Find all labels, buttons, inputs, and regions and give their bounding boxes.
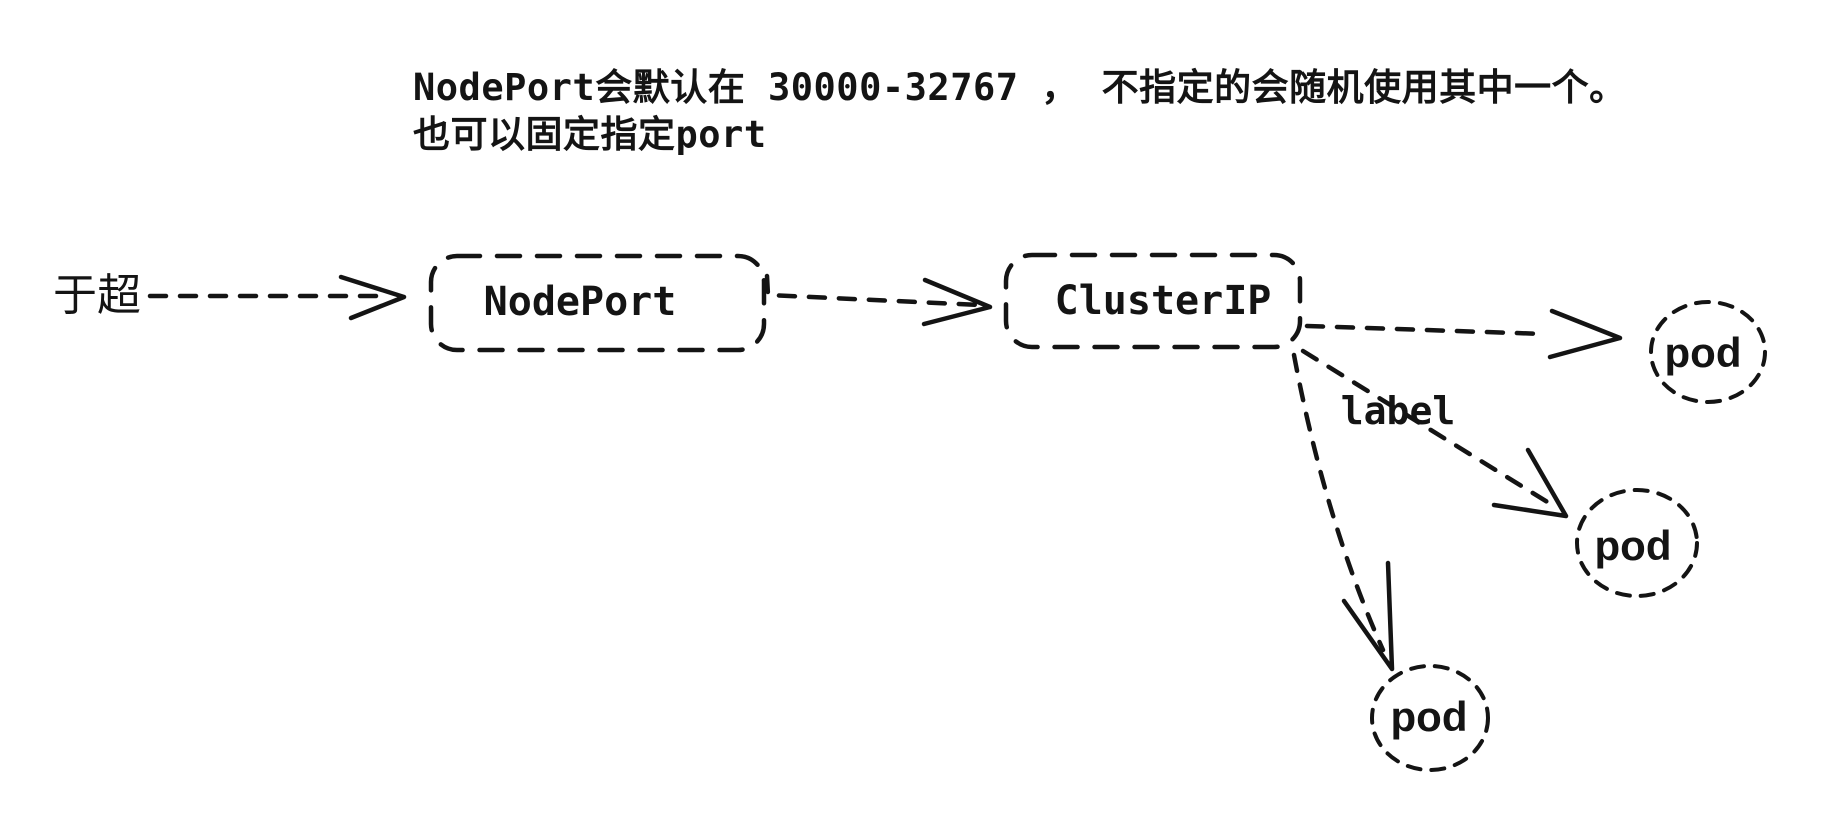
edge-clusterip-pod2-label: label — [1340, 389, 1456, 433]
actor-label: 于超 — [53, 270, 141, 321]
pod2-circle — [1575, 488, 1699, 598]
edge-nodeport-clusterip-line — [764, 273, 983, 308]
clusterip-label: ClusterIP — [1054, 278, 1272, 324]
edge-clusterip-pod2-line — [1300, 348, 1552, 506]
edge-clusterip-pod1-line — [1304, 323, 1548, 337]
clusterip-box — [1003, 252, 1303, 350]
edge-clusterip-pod1-arrowhead-icon — [1547, 308, 1623, 360]
pod3-label: pod — [1390, 693, 1468, 740]
annotation-note: NodePort会默认在 30000-32767 ， 不指定的会随机使用其中一个… — [413, 64, 1627, 158]
annotation-line-2: 也可以固定指定port — [413, 113, 767, 156]
edge-clusterip-pod2-arrowhead-icon — [1491, 447, 1569, 519]
pod3-circle — [1370, 664, 1490, 772]
pod1-circle — [1649, 300, 1767, 404]
annotation-line-1: NodePort会默认在 30000-32767 ， 不指定的会随机使用其中一个… — [413, 66, 1627, 109]
edge-actor-nodeport-arrowhead-icon — [338, 274, 407, 321]
pod2-label: pod — [1594, 522, 1672, 569]
nodeport-label: NodePort — [483, 279, 677, 325]
edge-nodeport-clusterip-arrowhead-icon — [921, 277, 993, 327]
edge-clusterip-pod3-line — [1291, 352, 1386, 653]
pod1-label: pod — [1664, 329, 1742, 376]
nodeport-box — [428, 253, 767, 353]
edge-clusterip-pod3-arrowhead-icon — [1341, 560, 1395, 672]
